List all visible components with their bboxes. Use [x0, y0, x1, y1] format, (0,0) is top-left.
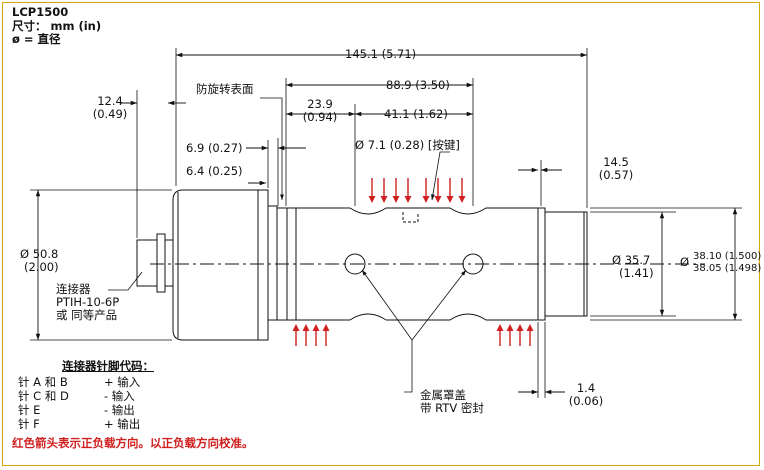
load-arrow-up-left-4	[322, 324, 330, 346]
pin-row-4: 针 F	[18, 417, 40, 431]
cap-label-1: 金属罩盖	[420, 388, 466, 402]
load-arrow-up-right-1	[496, 324, 504, 346]
pin-sig-1: + 输入	[104, 375, 141, 389]
load-arrow-down-left-4	[404, 178, 412, 203]
load-arrow-down-left-3	[392, 178, 400, 203]
load-arrow-down-right-1	[422, 178, 430, 203]
dia-shaft-prefix: Ø	[680, 255, 690, 269]
dim-14-b: (0.06)	[568, 394, 604, 408]
dia-shaft-max: 38.10 (1.500)	[693, 251, 762, 262]
units-label: 尺寸： mm (in)	[12, 19, 102, 33]
dimension-lines	[35, 52, 738, 395]
connector-label-3: 或 同等产品	[56, 308, 118, 322]
pin-sig-3: - 输出	[104, 403, 135, 417]
load-arrow-down-left-1	[368, 178, 376, 203]
housing-body	[172, 189, 278, 341]
pin-row-1: 针 A 和 B	[18, 375, 68, 389]
model-title: LCP1500	[12, 5, 69, 19]
dim-239-b: (0.94)	[302, 110, 338, 124]
load-arrow-up-right-2	[506, 324, 514, 346]
pin-code-title: 连接器针脚代码：	[62, 359, 154, 373]
key-diameter: Ø 7.1 (0.28) [按键]	[355, 138, 460, 152]
extension-lines	[30, 48, 742, 398]
cap-label-2: 带 RTV 密封	[420, 401, 484, 415]
dim-overall: 145.1 (5.71)	[345, 47, 417, 61]
pin-sig-4: + 输出	[104, 417, 141, 431]
load-arrow-down-right-2	[434, 178, 442, 203]
load-arrow-up-left-2	[302, 324, 310, 346]
dia-357-a: Ø 35.7	[612, 253, 651, 267]
load-arrow-up-left-1	[292, 324, 300, 346]
dim-69: 6.9 (0.27)	[186, 141, 243, 155]
dim-left-a: 12.4	[97, 94, 123, 108]
shaft	[277, 207, 588, 321]
pin-sig-2: - 输入	[104, 389, 135, 403]
diameter-note: ø = 直径	[12, 32, 61, 46]
dia-508-b: (2.00)	[24, 260, 59, 274]
load-arrow-up-right-4	[526, 324, 534, 346]
dim-145-b: (0.57)	[598, 168, 634, 182]
load-direction-note: 红色箭头表示正负载方向。以正负载方向校准。	[12, 436, 254, 450]
connector-label-2: PTIH-10-6P	[56, 295, 120, 309]
load-arrow-down-left-2	[380, 178, 388, 203]
dim-411: 41.1 (1.62)	[384, 107, 448, 121]
dia-357-b: (1.41)	[619, 266, 654, 280]
load-arrows	[292, 178, 534, 346]
dia-shaft-min: 38.05 (1.498)	[693, 263, 762, 274]
dim-239-a: 23.9	[307, 97, 333, 111]
pin-row-2: 针 C 和 D	[18, 389, 69, 403]
dim-center: 88.9 (3.50)	[386, 78, 450, 92]
load-arrow-down-right-3	[446, 178, 454, 203]
load-arrow-down-right-4	[458, 178, 466, 203]
dia-508-a: Ø 50.8	[20, 247, 59, 261]
connector-stub	[136, 233, 174, 293]
connector-label-1: 连接器	[56, 282, 91, 296]
dim-14-a: 1.4	[576, 381, 596, 395]
load-arrow-up-right-3	[516, 324, 524, 346]
dim-left-b: (0.49)	[92, 107, 128, 121]
page-border	[2, 2, 760, 466]
load-arrow-up-left-3	[312, 324, 320, 346]
dim-64: 6.4 (0.25)	[186, 164, 243, 178]
leader-lines	[108, 97, 467, 393]
dim-145-a: 14.5	[603, 155, 629, 169]
pin-row-3: 针 E	[18, 403, 41, 417]
anti-rotation-label: 防旋转表面	[196, 82, 254, 96]
